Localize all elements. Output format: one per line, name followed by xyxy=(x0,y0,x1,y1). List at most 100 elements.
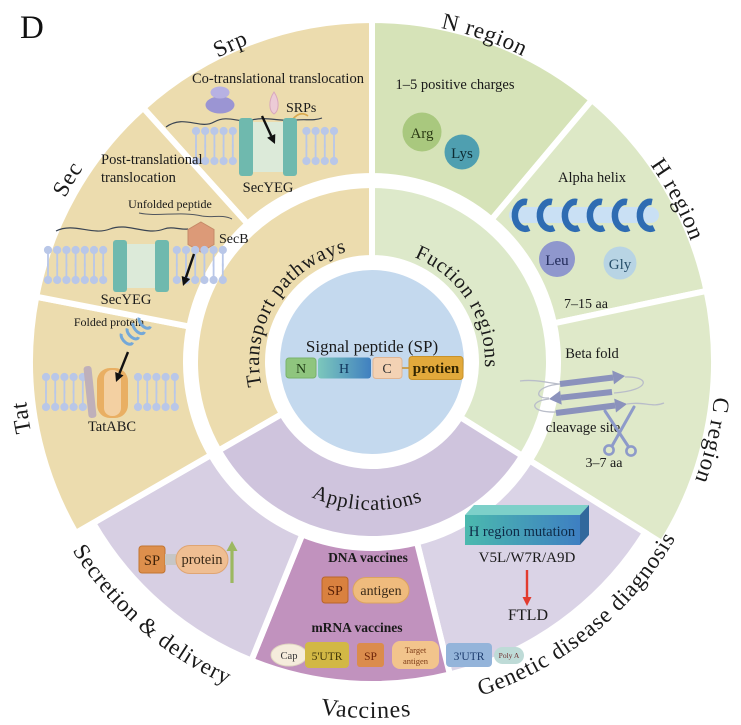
utr3-label: 3'UTR xyxy=(454,651,485,663)
lipid-head xyxy=(302,156,311,166)
lipid-head xyxy=(311,126,320,136)
lipid-head xyxy=(201,156,210,166)
lipid-head xyxy=(80,245,89,255)
helix-coil xyxy=(636,198,656,233)
lipid-head xyxy=(51,402,60,412)
ring-label-tat: Tat xyxy=(6,400,36,435)
lipid-head xyxy=(191,245,200,255)
ribosome-small-subunit xyxy=(210,86,230,99)
linker xyxy=(165,554,176,565)
cap-label: Cap xyxy=(281,651,298,662)
lipid-head xyxy=(191,126,201,136)
lys-label: Lys xyxy=(451,146,473,162)
arrow-head xyxy=(181,276,191,286)
dna-sp-label: SP xyxy=(327,584,343,599)
lipid-head xyxy=(60,372,69,382)
antigen-pill xyxy=(352,577,410,604)
lipid-head xyxy=(161,372,170,382)
arrow-shaft xyxy=(260,115,273,137)
center-circle xyxy=(280,270,464,454)
lipid-head xyxy=(219,126,228,136)
utr5-element xyxy=(305,642,349,668)
channel-wall xyxy=(113,240,127,292)
lipid-head xyxy=(43,245,53,255)
secyeg-label: SecYEG xyxy=(243,180,294,196)
cleavage-site-label: cleavage site xyxy=(546,420,620,436)
lipid-head xyxy=(69,402,78,412)
lipid-head xyxy=(143,402,152,412)
lipid-head xyxy=(133,372,143,382)
lipid-head xyxy=(210,126,219,136)
lipid-head xyxy=(172,245,181,255)
mrna-vaccines-title: mRNA vaccines xyxy=(311,620,402,635)
arrow-head xyxy=(115,371,124,382)
lipid-head xyxy=(53,275,62,285)
lipid-head xyxy=(210,156,219,166)
srp-particle-icon xyxy=(269,91,279,115)
lipid-head xyxy=(228,156,237,166)
ring-label-vaccines: Vaccines xyxy=(319,694,412,724)
lipid-head xyxy=(311,156,320,166)
lipid-head xyxy=(78,402,87,412)
lipid-head xyxy=(209,275,218,285)
channel-pore xyxy=(126,244,156,288)
bar-h-label: H xyxy=(339,362,349,377)
gly-circle xyxy=(603,246,637,280)
folded-protein-label: Folded protein xyxy=(74,315,144,329)
helix-coil xyxy=(586,198,606,233)
arrow-shaft xyxy=(184,253,196,278)
dna-sp-box xyxy=(321,576,349,604)
lipid-head xyxy=(99,245,108,255)
tat-slab xyxy=(83,366,97,418)
lipid-head xyxy=(181,245,191,255)
lipid-head xyxy=(62,275,71,285)
tatabc-label: TatABC xyxy=(88,419,136,435)
arrow-head xyxy=(612,370,625,385)
channel-wall xyxy=(155,240,169,292)
lipid-head xyxy=(80,275,89,285)
sector-srp xyxy=(138,16,375,229)
lys-circle xyxy=(444,134,480,170)
utr3-element xyxy=(446,643,492,667)
mutations-label: V5L/W7R/A9D xyxy=(479,550,576,566)
lipid-head xyxy=(152,402,161,412)
bar-n-segment xyxy=(285,357,317,379)
srp-title: Co-translational translocation xyxy=(192,71,365,87)
sector-c xyxy=(525,287,717,548)
arrow-head xyxy=(614,398,627,413)
beta-loop xyxy=(626,402,665,406)
bar-c-label: C xyxy=(382,362,391,377)
sec-illustration: Post-translationaltranslocationUnfolded … xyxy=(43,152,249,308)
secb-label: SecB xyxy=(219,232,249,247)
lipid-head xyxy=(201,126,210,136)
channel-wall xyxy=(283,118,297,176)
sp-label: SP xyxy=(144,553,160,569)
figure-panel-letter: D xyxy=(20,10,44,46)
center-title: Signal peptide (SP) xyxy=(306,337,438,356)
lipid-head xyxy=(191,275,200,285)
ribosome-large-subunit xyxy=(205,96,235,114)
lipid-head xyxy=(69,372,78,382)
lipid-head xyxy=(191,156,201,166)
target-antigen-element xyxy=(392,641,439,669)
polya-element xyxy=(494,647,524,664)
lipid-head xyxy=(62,245,71,255)
lipid-head xyxy=(99,275,108,285)
arrow-shaft xyxy=(555,402,616,416)
helix-coil xyxy=(511,198,531,233)
helix-coil xyxy=(561,198,581,233)
helix-coil xyxy=(536,198,556,233)
srps-label: SRPs xyxy=(286,101,316,116)
arrow-shaft xyxy=(559,374,614,387)
lipid-head xyxy=(329,156,339,166)
lipid-head xyxy=(219,156,228,166)
lipid-head xyxy=(170,402,179,412)
helix-ribbon xyxy=(509,207,659,223)
arg-circle xyxy=(402,112,442,152)
